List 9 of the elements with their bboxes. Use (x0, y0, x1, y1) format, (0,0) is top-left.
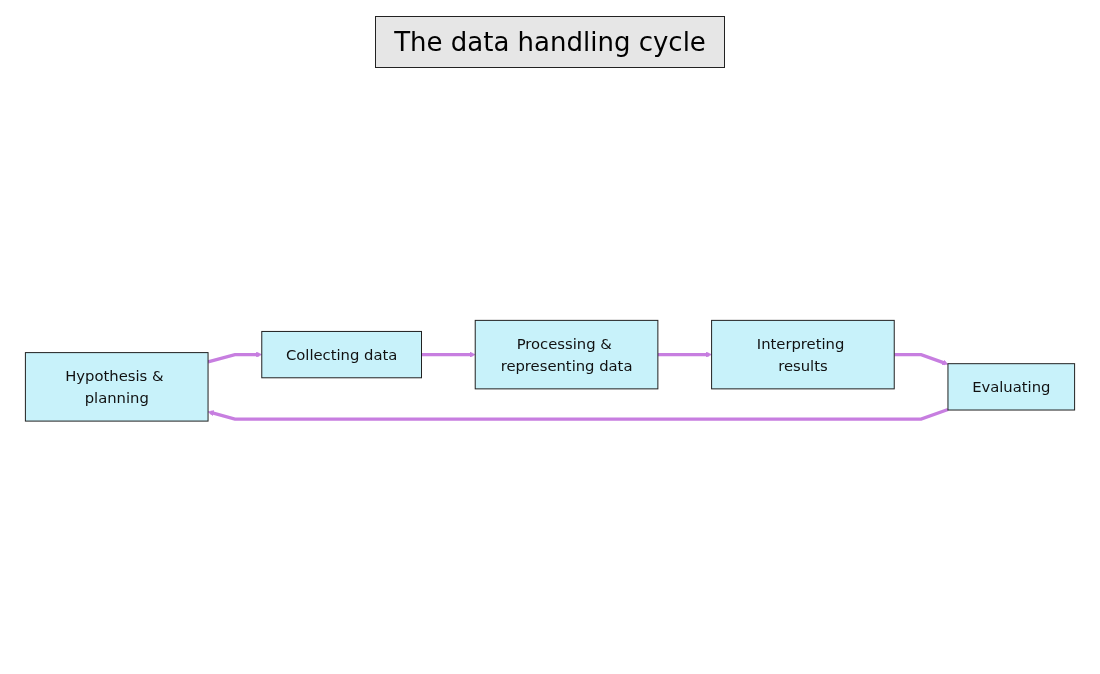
arrow (894, 353, 949, 366)
node-box: Processing & representing data (474, 320, 659, 390)
arrow (421, 351, 476, 358)
node-box: Hypothesis & planning (24, 352, 209, 422)
node-box: Interpreting results (711, 320, 895, 390)
diagram-title: The data handling cycle (375, 16, 725, 68)
arrow (657, 351, 712, 358)
node-box: Collecting data (261, 331, 422, 379)
node-box: Evaluating (947, 363, 1076, 411)
